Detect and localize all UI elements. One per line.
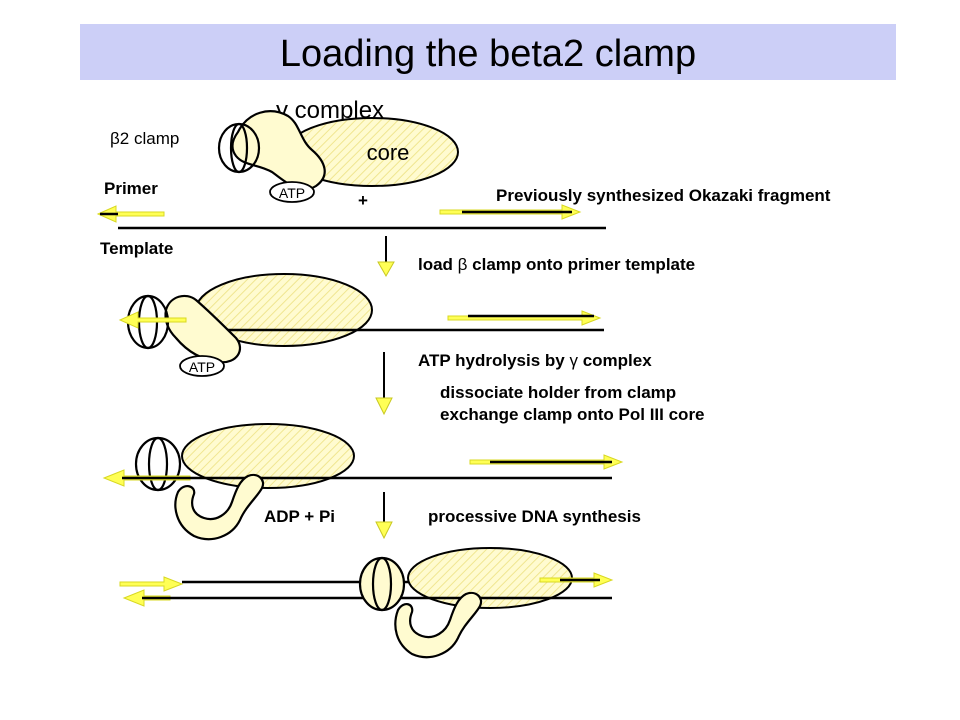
okazaki-arrow-2 xyxy=(447,310,602,326)
primer-arrow-2 xyxy=(118,311,187,329)
step2-label: ATP hydrolysis by γ complex xyxy=(418,351,652,370)
atp-bubble-2 xyxy=(179,355,225,377)
beta2-clamp-label: β2 clamp xyxy=(110,129,179,148)
primer-label: Primer xyxy=(104,179,158,198)
okazaki-label: Previously synthesized Okazaki fragment xyxy=(496,186,831,205)
step-arrow-head-3 xyxy=(375,521,393,540)
gamma-complex-holder-3 xyxy=(174,473,265,541)
atp-label-2: ATP xyxy=(189,359,215,375)
template-label: Template xyxy=(100,239,173,258)
gamma-complex-holder-2 xyxy=(164,294,242,364)
primer-arrow-4 xyxy=(119,576,184,592)
atp-label-1: ATP xyxy=(279,185,305,201)
slide-title: Loading the beta2 clamp xyxy=(279,33,697,75)
beta-clamp-ring-1 xyxy=(217,122,261,174)
plus-sign: + xyxy=(358,191,368,210)
gamma-complex-holder-4 xyxy=(394,591,483,659)
primer-arrow-1 xyxy=(96,205,165,223)
step4-label: processive DNA synthesis xyxy=(428,507,641,526)
beta-clamp-ring-4 xyxy=(358,556,406,612)
title-bar: Loading the beta2 clamp xyxy=(80,24,896,80)
beta-clamp-ring-3 xyxy=(134,436,182,492)
step-arrow-head-2 xyxy=(375,397,393,416)
step3a-label: dissociate holder from clamp xyxy=(440,383,676,402)
step3b-label: exchange clamp onto Pol III core xyxy=(440,405,705,424)
step-arrow-head-1 xyxy=(377,261,395,278)
atp-bubble-1 xyxy=(269,181,315,203)
gamma-complex-holder-1 xyxy=(231,110,326,191)
adp-pi-label: ADP + Pi xyxy=(264,507,335,526)
core-polymerase-3 xyxy=(181,423,355,489)
step1-label: load β clamp onto primer template xyxy=(418,255,695,274)
core-label: core xyxy=(367,140,410,165)
